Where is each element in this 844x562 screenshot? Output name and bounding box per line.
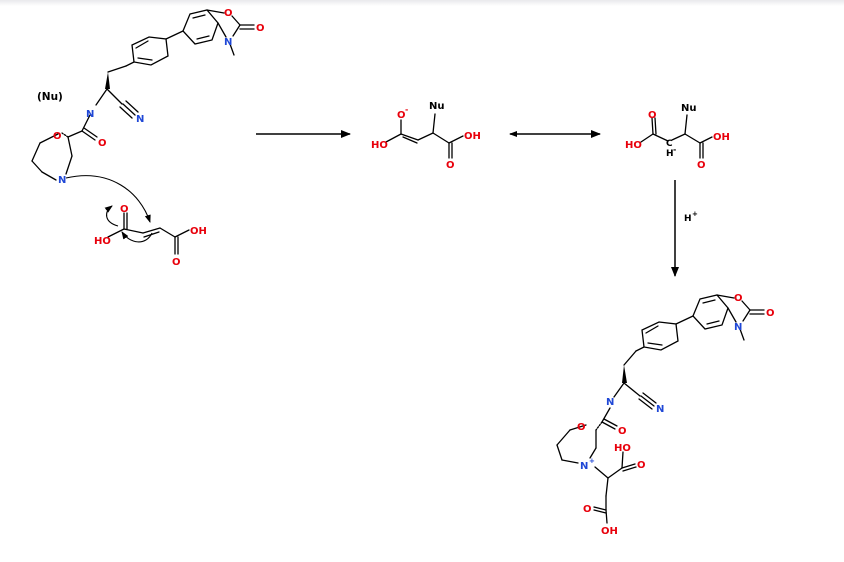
product-ammonium-charge: + <box>589 457 595 465</box>
start-molecule: (Nu) N N O O N O O N <box>31 8 265 186</box>
nucleophile-tag: (Nu) <box>37 91 63 103</box>
maleic-acid: HO O OH O <box>94 204 207 268</box>
maleic-oh: OH <box>190 226 207 237</box>
product-bz-n: N <box>734 322 742 333</box>
start-bz-carbonyl-o: O <box>256 23 265 34</box>
maleic-o-top: O <box>120 204 129 215</box>
start-amide-o: O <box>98 138 107 149</box>
product-ho-upper: HO <box>614 443 631 454</box>
product-benzoxazolone <box>692 294 765 341</box>
top-edge-shade <box>0 0 844 6</box>
product-ring-o: O <box>577 422 586 433</box>
protonation-charge: + <box>692 210 698 218</box>
carbanion-o-bottom: O <box>697 160 706 171</box>
product-bz-ring-o: O <box>734 293 743 304</box>
carbanion-h: H <box>666 149 674 159</box>
product-ammonium-n: N <box>580 461 588 472</box>
protonation-reagent: H <box>684 214 692 224</box>
product-amide-n: N <box>606 397 614 408</box>
start-amide-n: N <box>86 109 94 120</box>
maleic-o-bottom: O <box>172 257 181 268</box>
enolate-minus: - <box>405 105 408 114</box>
enolate-o-minus: O <box>397 110 406 121</box>
carbanion-ho: HO <box>625 140 642 151</box>
maleic-ho: HO <box>94 236 111 247</box>
start-bz-ring-o: O <box>224 8 233 19</box>
carbanion-minus: - <box>673 145 676 154</box>
enolate-intermediate: Nu O - HO OH O <box>371 101 481 171</box>
enolate-o: O <box>446 160 455 171</box>
enolate-nu: Nu <box>429 101 445 112</box>
start-ring-o: O <box>53 131 62 142</box>
start-bz-n: N <box>224 37 232 48</box>
product-oh-lower: OH <box>601 526 618 537</box>
start-chain <box>31 72 139 181</box>
carbanion-o-top: O <box>648 110 657 121</box>
product-molecule: N N O O N + HO O O OH O O N <box>556 293 775 537</box>
carbanion-oh: OH <box>713 132 730 143</box>
start-phenyl <box>107 30 184 73</box>
carbanion-c: C <box>666 139 673 149</box>
product-nitrile-n: N <box>656 404 664 415</box>
electron-push-arrows <box>65 175 153 243</box>
product-chain <box>556 365 657 524</box>
carbanion-intermediate: Nu O HO C H - OH O <box>625 103 730 171</box>
start-ring-n: N <box>58 175 66 186</box>
start-nitrile-n: N <box>136 114 144 125</box>
product-phenyl <box>623 315 694 366</box>
start-benzoxazolone <box>182 9 255 56</box>
carbanion-nu: Nu <box>681 103 697 114</box>
enolate-ho: HO <box>371 140 388 151</box>
product-o-upper: O <box>637 460 646 471</box>
enolate-oh: OH <box>464 131 481 142</box>
product-o-lower: O <box>583 504 592 515</box>
product-bz-carbonyl-o: O <box>766 308 775 319</box>
product-amide-o: O <box>618 426 627 437</box>
